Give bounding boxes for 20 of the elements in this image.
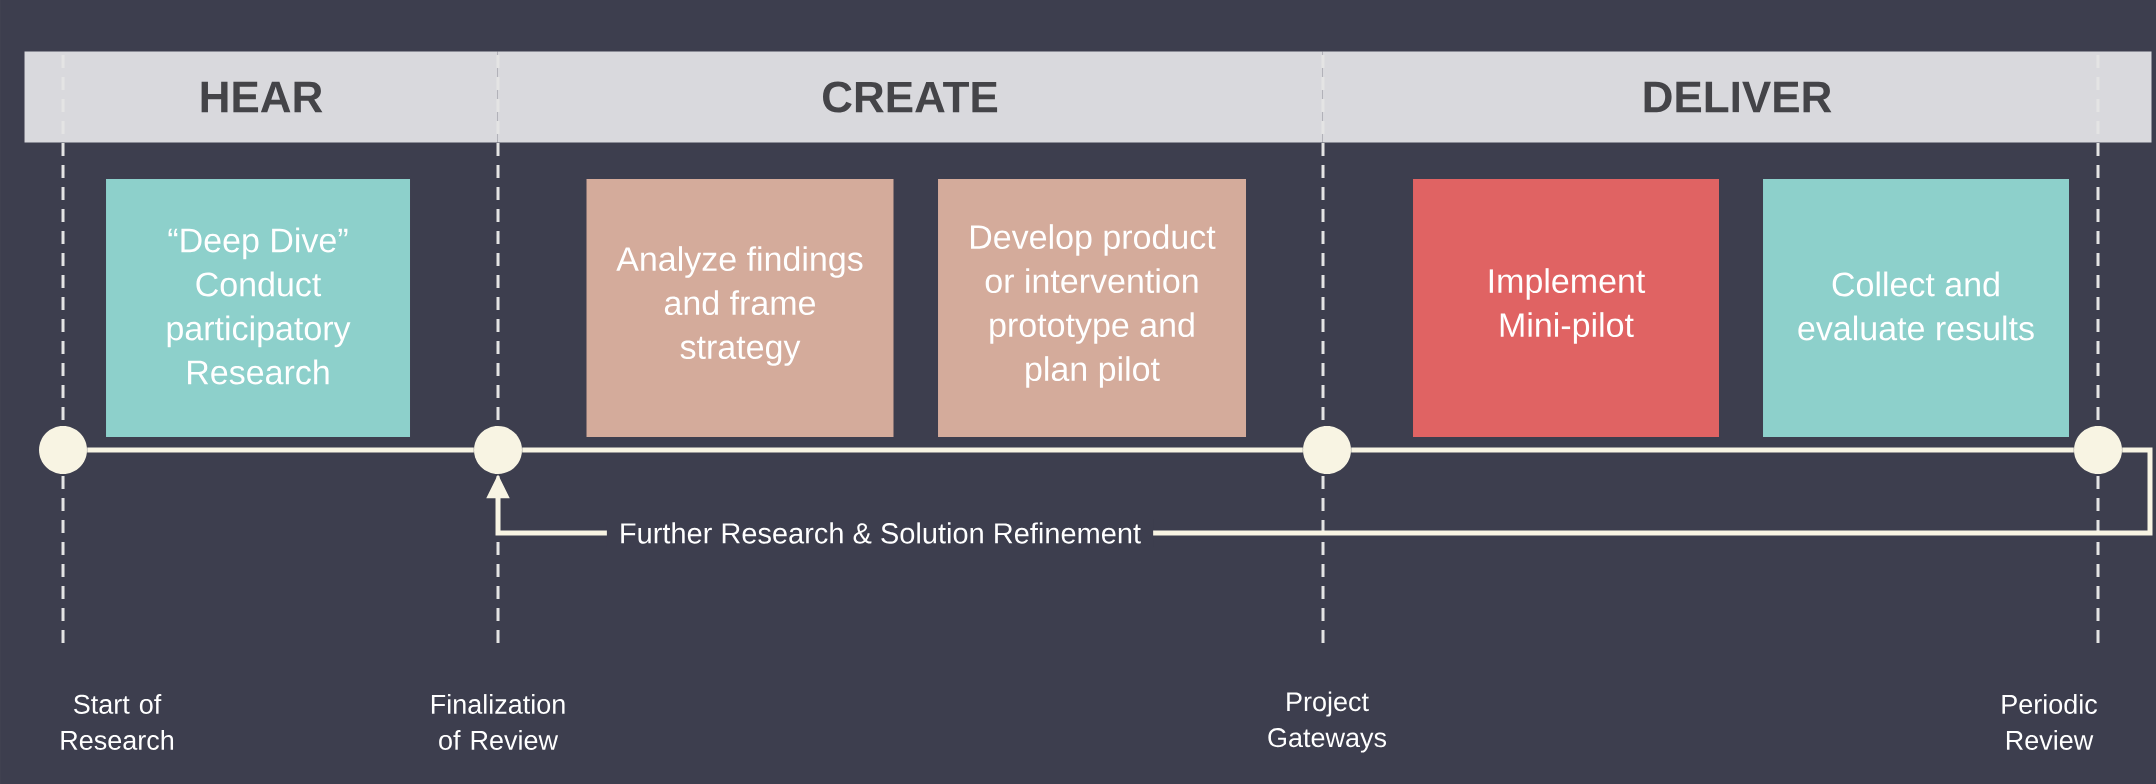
step-box: Collect and evaluate results (1763, 179, 2069, 437)
milestone-dot (1303, 426, 1351, 474)
milestone-label: Periodic Review (2002, 694, 2098, 750)
step-box: Develop product or intervention prototype and plan pilot (938, 179, 1246, 437)
timeline-line (1351, 447, 2074, 453)
milestone-dot (474, 426, 522, 474)
step-box: “Deep Dive” Conduct participatory Research (106, 179, 410, 437)
timeline-line (87, 447, 474, 453)
milestone-label: Start of Research (61, 694, 174, 750)
phase-band: HEAR (24, 51, 498, 143)
milestone-dot (2074, 426, 2122, 474)
milestone-label: Project Gateways (1268, 691, 1387, 753)
milestone-label: Finalization of Review (431, 694, 565, 750)
phase-band: DELIVER (1322, 51, 2152, 143)
step-box: Implement Mini-pilot (1413, 179, 1719, 437)
timeline-line (522, 447, 1303, 453)
phase-band: CREATE (497, 51, 1323, 143)
edge-label: Further Research & Solution Refinement (606, 519, 1154, 547)
milestone-dot (39, 426, 87, 474)
step-box: Analyze findings and frame strategy (586, 179, 894, 437)
